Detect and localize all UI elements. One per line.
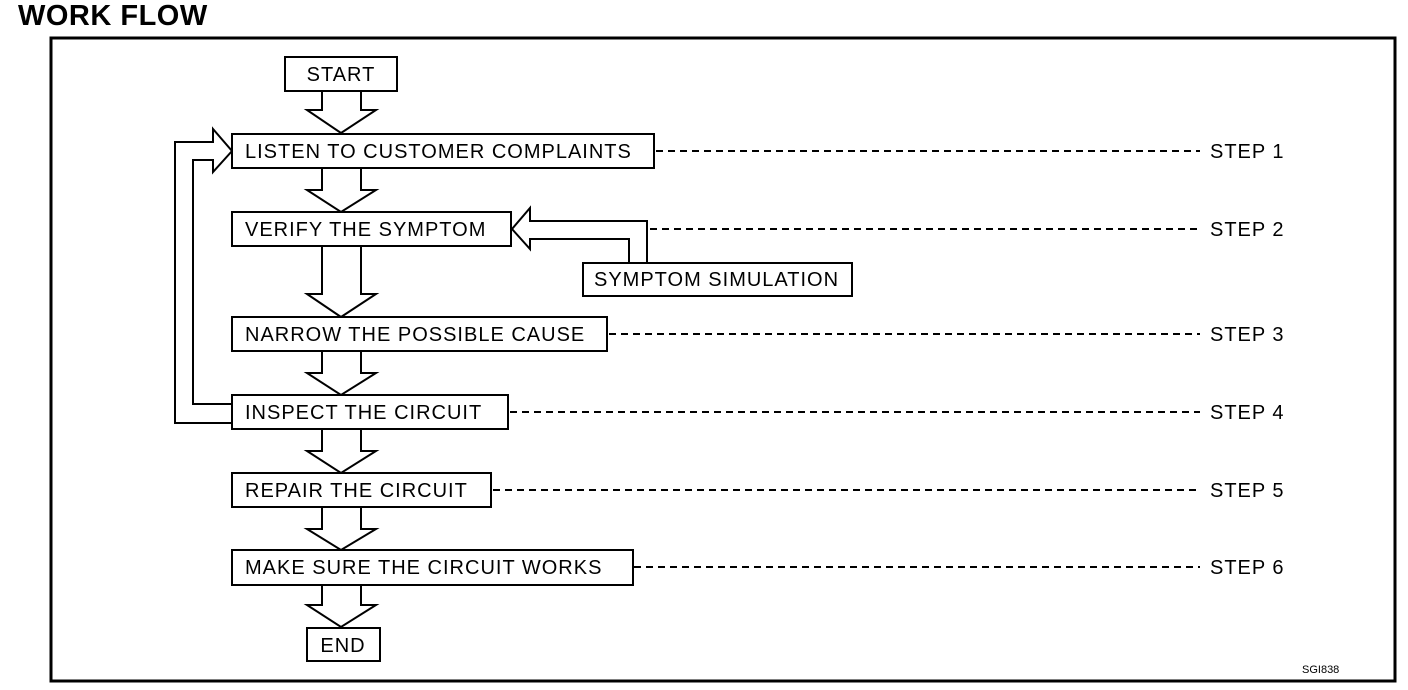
step5-label: REPAIR THE CIRCUIT: [245, 480, 468, 502]
step5-box: [231, 472, 492, 508]
step2-label: VERIFY THE SYMPTOM: [245, 219, 486, 241]
arrow-simulation-to-verify: [510, 205, 648, 264]
arrow-step4-to-step5: [303, 428, 380, 475]
diagram-frame: [49, 36, 1397, 683]
arrow-step2-to-step3: [303, 245, 380, 319]
start-label: START: [307, 64, 376, 86]
page-title: WORK FLOW: [18, 0, 208, 32]
step6-box: [231, 549, 634, 586]
step4-number: STEP 4: [1210, 402, 1285, 424]
end-label: END: [320, 635, 365, 657]
step3-number: STEP 3: [1210, 324, 1285, 346]
end-box: [306, 627, 381, 662]
step1-box: [231, 133, 655, 169]
arrow-step3-to-step4: [303, 350, 380, 397]
step5-number: STEP 5: [1210, 480, 1285, 502]
simulation-label: SYMPTOM SIMULATION: [594, 269, 839, 291]
simulation-box: [582, 262, 853, 297]
step6-label: MAKE SURE THE CIRCUIT WORKS: [245, 557, 602, 579]
arrow-loop-back: [174, 126, 234, 424]
arrow-step1-to-step2: [303, 167, 380, 214]
arrow-step6-to-end: [303, 584, 380, 629]
step4-box: [231, 394, 509, 430]
start-box: [284, 56, 398, 92]
step3-label: NARROW THE POSSIBLE CAUSE: [245, 324, 585, 346]
step2-box: [231, 211, 512, 247]
step2-number: STEP 2: [1210, 219, 1285, 241]
arrow-start-to-step1: [303, 90, 380, 135]
step6-number: STEP 6: [1210, 557, 1285, 579]
step1-number: STEP 1: [1210, 141, 1285, 163]
step3-box: [231, 316, 608, 352]
step1-label: LISTEN TO CUSTOMER COMPLAINTS: [245, 141, 632, 163]
figure-code: SGI838: [1302, 664, 1339, 676]
step4-label: INSPECT THE CIRCUIT: [245, 402, 482, 424]
arrow-step5-to-step6: [303, 506, 380, 552]
